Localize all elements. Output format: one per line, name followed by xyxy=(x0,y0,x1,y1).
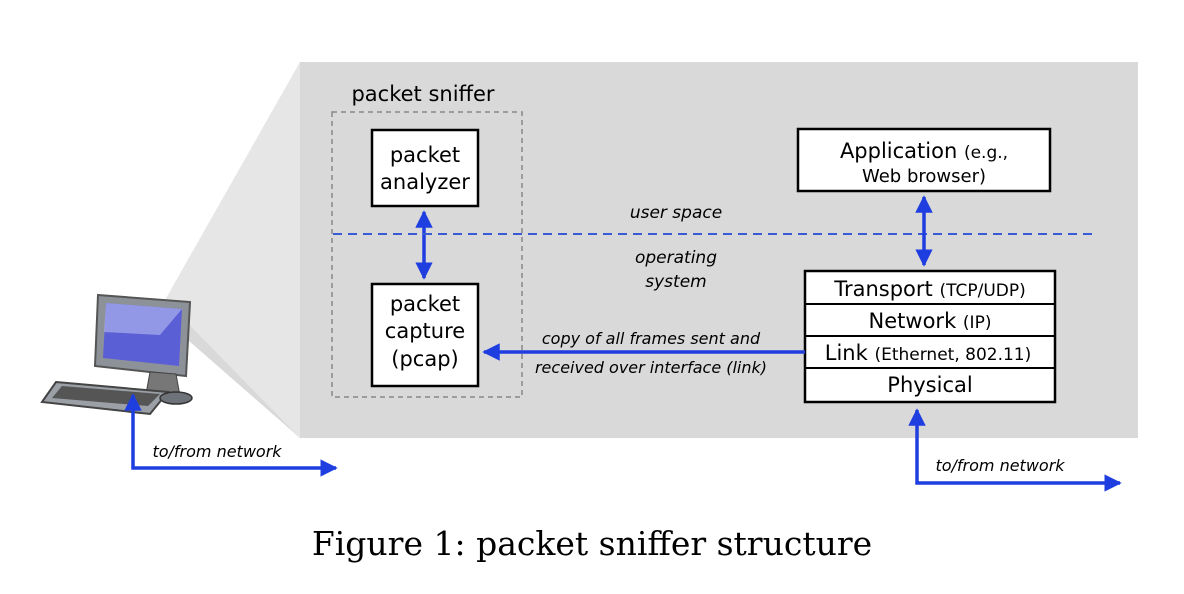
application-line-1: Application (e.g., xyxy=(840,139,1008,163)
stack-link[interactable]: Link (Ethernet, 802.11) xyxy=(825,341,1032,365)
analyzer-line-2: analyzer xyxy=(380,170,470,194)
user-space-label: user space xyxy=(630,203,722,223)
stack-transport[interactable]: Transport (TCP/UDP) xyxy=(833,277,1026,301)
packet-analyzer-box[interactable] xyxy=(370,128,480,208)
figure-caption: Figure 1: packet sniffer structure xyxy=(312,524,872,563)
capture-line-1: packet xyxy=(390,292,460,316)
stack-network[interactable]: Network (IP) xyxy=(869,309,992,333)
sniffer-title: packet sniffer xyxy=(351,82,494,106)
packet-capture-box[interactable] xyxy=(370,282,480,388)
sniffer-boundary xyxy=(331,111,523,398)
application-line-2: Web browser) xyxy=(862,166,986,187)
analyzer-line-1: packet xyxy=(390,143,460,167)
computer-icon xyxy=(40,293,193,416)
capture-line-3: (pcap) xyxy=(391,347,458,371)
left-network-arrow xyxy=(124,393,338,477)
capture-line-2: capture xyxy=(385,319,465,343)
copy-frames-label-1: copy of all frames sent and xyxy=(542,329,761,348)
right-network-arrow xyxy=(908,408,1122,492)
left-network-label: to/from network xyxy=(152,442,282,461)
stack-physical[interactable]: Physical xyxy=(887,373,972,397)
zoom-wedge xyxy=(165,62,300,438)
operating-label-2: system xyxy=(645,272,706,292)
copy-frames-label-2: received over interface (link) xyxy=(535,358,767,377)
right-network-label: to/from network xyxy=(935,456,1065,475)
operating-label-1: operating xyxy=(635,248,717,268)
application-box[interactable] xyxy=(796,127,1052,193)
